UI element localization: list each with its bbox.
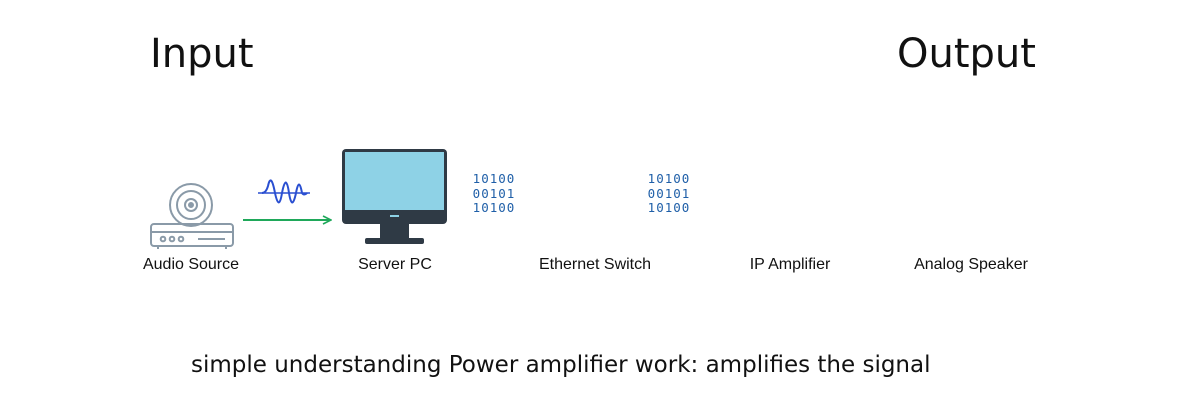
binary-line: 10100 <box>647 200 691 215</box>
binary-line: 00101 <box>472 185 516 201</box>
output-heading: Output <box>897 31 1036 77</box>
node-label-server-pc: Server PC <box>358 256 432 273</box>
diagram-caption: simple understanding Power amplifier wor… <box>191 352 931 378</box>
node-label-audio-source: Audio Source <box>142 256 240 273</box>
node-label-ethernet-switch: Ethernet Switch <box>538 256 652 273</box>
binary-line: 10100 <box>647 171 691 186</box>
monitor-icon <box>342 149 447 244</box>
binary-line: 10100 <box>472 200 516 215</box>
node-label-analog-speaker: Analog Speaker <box>914 256 1028 273</box>
binary-line: 00101 <box>647 185 691 201</box>
binary-line: 10100 <box>472 171 516 186</box>
analog-wave-icon <box>258 179 310 204</box>
audio-source-icon <box>150 183 234 249</box>
node-label-ip-amplifier: IP Amplifier <box>749 256 831 273</box>
input-heading: Input <box>150 31 254 77</box>
